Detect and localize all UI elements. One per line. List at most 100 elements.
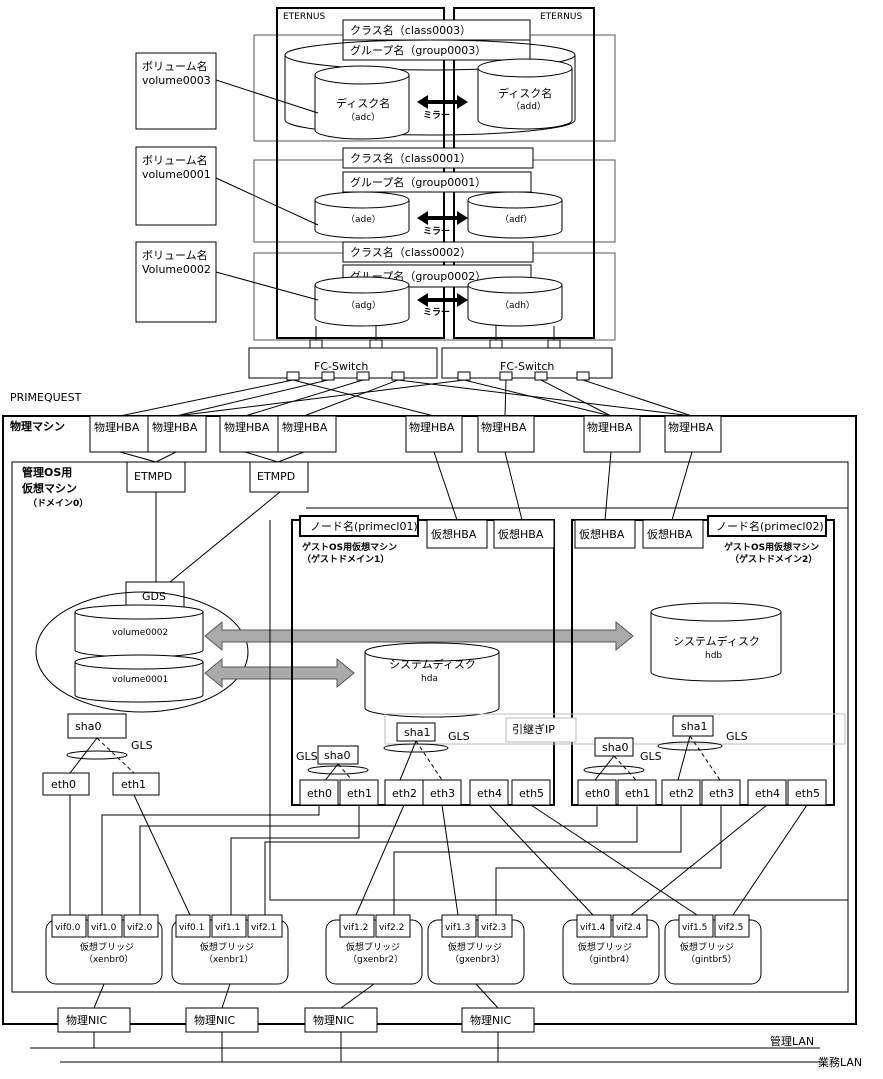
- svg-text:GLS: GLS: [640, 750, 662, 763]
- svg-text:eth4: eth4: [755, 787, 780, 800]
- svg-text:vif1.3: vif1.3: [445, 923, 470, 933]
- mirror-label-3: ミラー: [423, 307, 450, 318]
- volume0002-label: volume0002: [112, 628, 168, 638]
- svg-text:eth5: eth5: [519, 787, 544, 800]
- svg-text:物理HBA: 物理HBA: [587, 420, 633, 434]
- svg-text:sha1: sha1: [681, 720, 707, 733]
- svg-text:物理HBA: 物理HBA: [152, 420, 198, 434]
- svg-text:eth0: eth0: [51, 778, 76, 791]
- svg-text:sha0: sha0: [75, 720, 101, 733]
- svg-text:物理HBA: 物理HBA: [668, 420, 714, 434]
- svg-text:eth0: eth0: [585, 787, 610, 800]
- svg-text:ETMPD: ETMPD: [134, 470, 172, 483]
- sysdisk2-label: システムディスク: [673, 634, 760, 648]
- svg-text:eth1: eth1: [347, 787, 372, 800]
- svg-text:hdb: hdb: [705, 651, 722, 661]
- svg-text:eth3: eth3: [709, 787, 734, 800]
- svg-text:物理NIC: 物理NIC: [194, 1013, 235, 1027]
- mgmt-os-label1: 管理OS用: [22, 465, 72, 479]
- svg-text:eth4: eth4: [477, 787, 502, 800]
- disk-add-label1: ディスク名: [498, 86, 552, 100]
- svg-text:物理HBA: 物理HBA: [282, 420, 328, 434]
- mirror-label-1: ミラー: [423, 110, 450, 121]
- svg-text:eth2: eth2: [669, 787, 694, 800]
- svg-text:（ゲストドメイン1）: （ゲストドメイン1）: [302, 553, 389, 565]
- eternus-right-label: ETERNUS: [540, 12, 582, 22]
- svg-text:sha0: sha0: [324, 749, 350, 762]
- svg-text:（ゲストドメイン2）: （ゲストドメイン2）: [730, 553, 817, 565]
- svg-text:物理HBA: 物理HBA: [94, 420, 140, 434]
- svg-text:仮想HBA: 仮想HBA: [579, 527, 625, 541]
- svg-text:GLS: GLS: [726, 730, 748, 743]
- svg-text:ゲストOS用仮想マシン: ゲストOS用仮想マシン: [302, 541, 397, 553]
- class1-label: クラス名（class0001）: [350, 151, 471, 165]
- svg-text:物理NIC: 物理NIC: [470, 1013, 511, 1027]
- node1-label: ノード名(primecl01): [310, 519, 418, 533]
- physical-hba-row: 物理HBA 物理HBA 物理HBA 物理HBA 物理HBA 物理HBA 物理HB…: [89, 415, 722, 453]
- mirror-arrows: [422, 100, 462, 302]
- svg-text:ボリューム名: ボリューム名: [142, 59, 208, 73]
- svg-text:vif0.1: vif0.1: [179, 923, 204, 933]
- svg-text:物理HBA: 物理HBA: [481, 420, 527, 434]
- svg-text:仮想HBA: 仮想HBA: [498, 527, 544, 541]
- etmpd-1: [126, 461, 186, 493]
- svg-text:eth5: eth5: [795, 787, 820, 800]
- svg-text:eth1: eth1: [625, 787, 650, 800]
- mirror-label-2: ミラー: [423, 226, 450, 237]
- svg-text:Volume0002: Volume0002: [142, 263, 211, 276]
- svg-text:hda: hda: [421, 674, 438, 684]
- svg-text:ゲストOS用仮想マシン: ゲストOS用仮想マシン: [724, 541, 819, 553]
- svg-text:仮想HBA: 仮想HBA: [647, 527, 693, 541]
- svg-text:eth0: eth0: [307, 787, 332, 800]
- mgmt-lan-label: 管理LAN: [770, 1034, 814, 1048]
- node2-label: ノード名(primecl02): [716, 519, 824, 533]
- svg-text:sha1: sha1: [404, 726, 430, 739]
- svg-text:ETMPD: ETMPD: [257, 470, 295, 483]
- svg-text:vif2.1: vif2.1: [251, 923, 276, 933]
- svg-text:volume0001: volume0001: [142, 168, 211, 181]
- svg-text:vif2.2: vif2.2: [379, 923, 404, 933]
- san-links: [119, 379, 693, 417]
- svg-text:（gintbr5）: （gintbr5）: [686, 954, 737, 965]
- svg-text:vif0.0: vif0.0: [55, 923, 81, 933]
- group1-label: グループ名（group0001）: [350, 175, 486, 189]
- fc-switch-left: [248, 347, 438, 379]
- gds-ellipse: [35, 591, 249, 713]
- guest-eth-boxes: [299, 779, 827, 806]
- svg-text:eth3: eth3: [430, 787, 455, 800]
- svg-text:eth2: eth2: [392, 787, 417, 800]
- volume1-callout: [135, 146, 217, 226]
- svg-text:ボリューム名: ボリューム名: [142, 153, 208, 167]
- eternus-left-label: ETERNUS: [283, 12, 325, 22]
- svg-text:仮想ブリッジ: 仮想ブリッジ: [680, 941, 734, 953]
- volume3-callout: [135, 52, 217, 130]
- sysdisk1-label: システムディスク: [389, 657, 476, 671]
- svg-text:（adc）: （adc）: [346, 112, 380, 123]
- svg-text:物理HBA: 物理HBA: [224, 420, 270, 434]
- svg-text:vif2.4: vif2.4: [616, 923, 642, 933]
- storage-area: ETERNUS ETERNUS クラス名（class0003） グループ名（gr…: [135, 7, 616, 381]
- svg-text:（gintbr4）: （gintbr4）: [584, 954, 635, 965]
- svg-text:（ドメイン0）: （ドメイン0）: [28, 498, 88, 509]
- etmpd-2: [249, 461, 309, 493]
- disk-adc-label1: ディスク名: [336, 96, 390, 110]
- disk-mapping-arrows: [204, 620, 634, 689]
- svg-text:仮想ブリッジ: 仮想ブリッジ: [578, 941, 632, 953]
- svg-text:仮想ブリッジ: 仮想ブリッジ: [448, 941, 502, 953]
- svg-text:（gxenbr2）: （gxenbr2）: [348, 954, 403, 965]
- svg-text:（add）: （add）: [511, 101, 546, 112]
- svg-text:（xenbr0）: （xenbr0）: [84, 954, 133, 965]
- vif-boxes: [51, 914, 750, 938]
- svg-text:（xenbr1）: （xenbr1）: [204, 954, 253, 965]
- svg-text:sha0: sha0: [602, 741, 628, 754]
- svg-text:仮想ブリッジ: 仮想ブリッジ: [346, 941, 400, 953]
- network-wiring: [69, 520, 848, 916]
- class2-label: クラス名（class0002）: [350, 245, 471, 259]
- svg-text:仮想ブリッジ: 仮想ブリッジ: [200, 941, 254, 953]
- disk-adh-label: （adh）: [500, 300, 535, 311]
- svg-text:ボリューム名: ボリューム名: [142, 248, 208, 262]
- svg-text:vif1.5: vif1.5: [682, 923, 707, 933]
- domain0-frame: [11, 461, 849, 993]
- svg-text:vif2.0: vif2.0: [127, 923, 153, 933]
